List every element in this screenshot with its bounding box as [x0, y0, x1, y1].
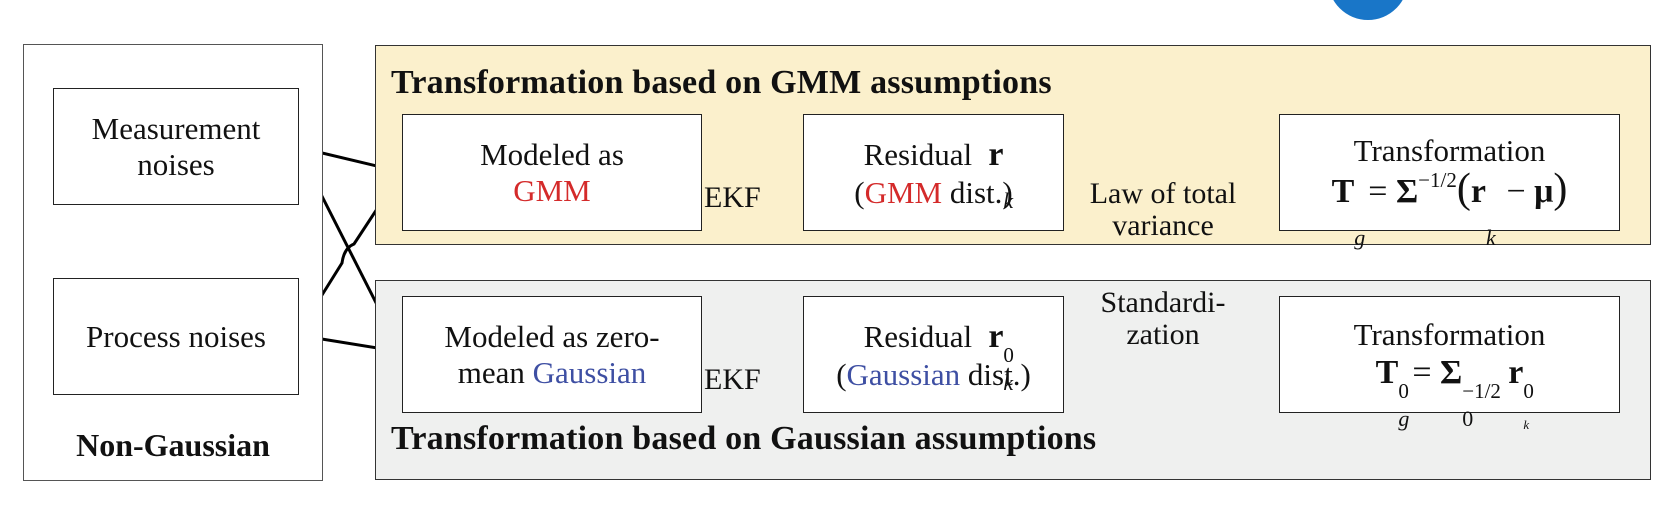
gmm-dist-name: GMM [864, 174, 943, 210]
gmm-model-box: Modeled as GMM [402, 114, 702, 231]
standardization-line1: Standardi- [1100, 286, 1226, 319]
non-gaussian-title: Non-Gaussian [23, 420, 323, 470]
measurement-noises-box: Measurement noises [53, 88, 299, 205]
process-noises-box: Process noises [53, 278, 299, 395]
process-noises-label: Process noises [86, 318, 266, 354]
gmm-transformation-title: Transformation [1353, 133, 1546, 168]
gaussian-dist-open: ( [836, 356, 847, 392]
gmm-dist-open: ( [854, 174, 865, 210]
gmm-ekf-label: EKF [704, 181, 761, 214]
logo-letters [1422, 0, 1542, 14]
arrow-process-to-gmm [295, 173, 402, 336]
gaussian-model-line1: Modeled as zero- [444, 318, 660, 354]
gaussian-ekf-label: EKF [704, 363, 761, 396]
standardization-label: Standardi- zation [1068, 287, 1258, 351]
gmm-model-line1: Modeled as [480, 136, 624, 172]
gmm-model-line2: GMM [513, 172, 591, 208]
non-gaussian-title-text: Non-Gaussian [76, 426, 270, 463]
gaussian-dist-name: Gaussian [846, 356, 961, 392]
gaussian-model-line2-colored: Gaussian [532, 354, 647, 390]
gaussian-dist-close: dist.) [960, 356, 1031, 392]
measurement-noises-label: Measurement noises [91, 110, 261, 182]
gmm-dist-close: dist.) [942, 174, 1013, 210]
gaussian-residual-label: Residual [863, 318, 973, 354]
gaussian-panel-title: Transformation based on Gaussian assumpt… [391, 420, 1097, 457]
standardization-line2: zation [1126, 318, 1200, 351]
gaussian-model-line2-plain: mean [457, 354, 533, 390]
gmm-panel-title: Transformation based on GMM assumptions [391, 64, 1052, 101]
gaussian-model-box: Modeled as zero- mean Gaussian [402, 296, 702, 413]
law-of-total-variance-label: Law of total variance [1089, 177, 1237, 242]
compass-logo-icon [1328, 0, 1408, 20]
gaussian-transformation-title: Transformation [1353, 316, 1546, 352]
gmm-residual-label: Residual [863, 136, 973, 172]
